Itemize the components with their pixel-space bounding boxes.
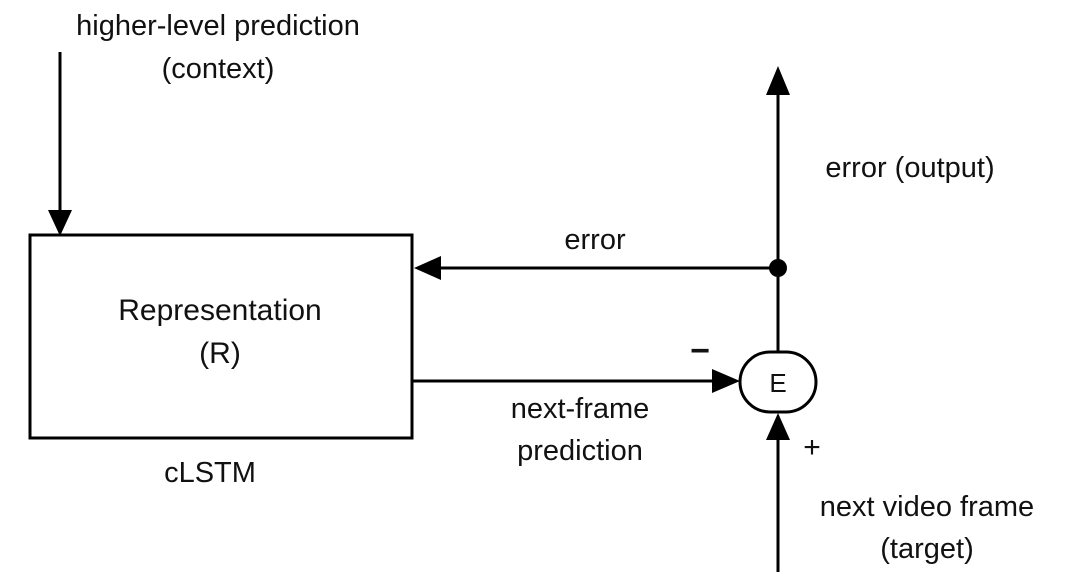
prediction-label-line1: next-frame	[511, 393, 650, 425]
plus-sign: +	[803, 431, 821, 464]
clstm-caption: cLSTM	[164, 457, 256, 489]
prediction-arrowhead	[712, 369, 740, 393]
error-unit-symbol: E	[769, 368, 786, 398]
error-unit-node	[738, 350, 818, 414]
error-feedback-arrowhead	[414, 256, 441, 280]
error-output-label: error (output)	[825, 152, 994, 184]
representation-box	[28, 233, 414, 440]
target-label-line1: next video frame	[820, 491, 1034, 523]
target-label-line2: (target)	[880, 533, 973, 565]
representation-abbrev: (R)	[199, 337, 241, 370]
target-arrowhead	[766, 413, 790, 440]
prediction-label-line2: prediction	[517, 435, 643, 467]
context-label-line2: (context)	[162, 53, 275, 85]
minus-sign: −	[690, 332, 710, 370]
context-arrowhead	[48, 210, 72, 236]
error-output-arrowhead	[766, 66, 790, 95]
context-label-line1: higher-level prediction	[76, 10, 360, 42]
representation-title: Representation	[118, 294, 321, 327]
error-feedback-label: error	[564, 224, 626, 256]
